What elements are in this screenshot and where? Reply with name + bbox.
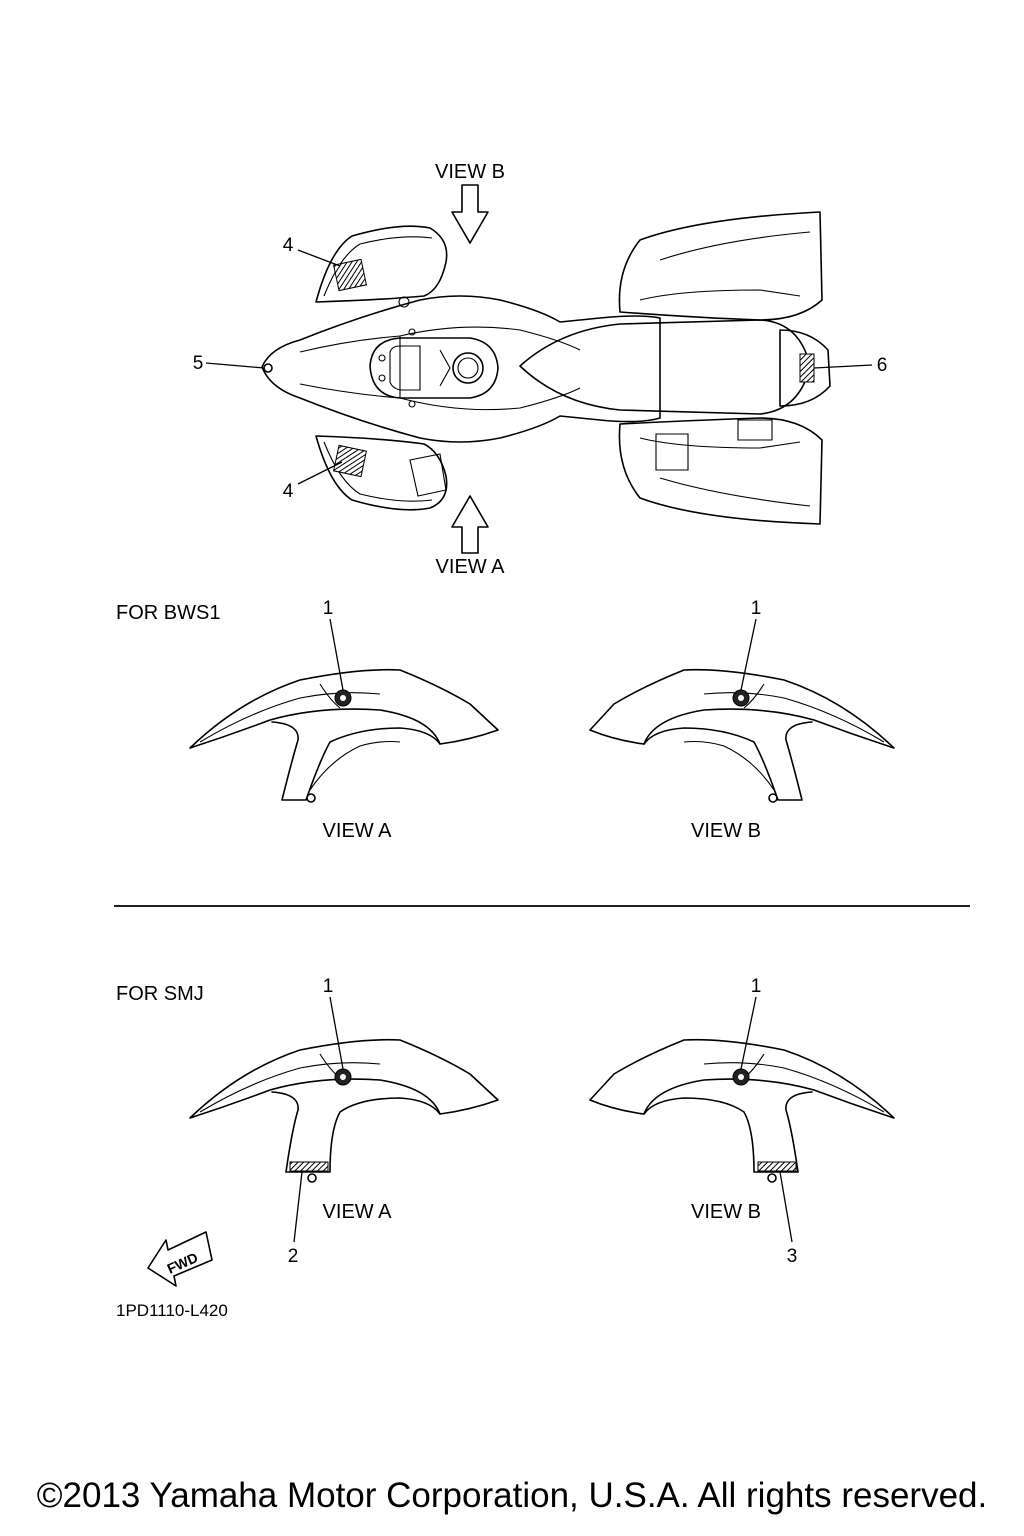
smj-right-fender: [589, 1038, 895, 1183]
part-code: 1PD1110-L420: [116, 1301, 228, 1320]
smj-left-leader-2: [293, 1171, 303, 1243]
fwd-arrow: FWD: [147, 1231, 213, 1287]
gauge: [452, 352, 484, 384]
front-emblem-point: [263, 363, 273, 373]
view-b-label: VIEW B: [435, 161, 505, 183]
bws1-left-callout: 1: [323, 598, 334, 619]
smj-section: FOR SMJ 1 2 VIEW A 1: [116, 976, 895, 1267]
smj-left-decal-2: [289, 1161, 329, 1172]
rear-fender-lower: [618, 417, 823, 525]
smj-left-bottom-callout: 2: [288, 1246, 299, 1267]
front-body: [261, 295, 661, 443]
decal-4-lower: [333, 444, 367, 478]
bws1-left-fender: [189, 668, 499, 803]
bws1-right-leader: [740, 618, 757, 691]
front-fender-lower: [315, 435, 448, 511]
rear-panel-b: [737, 419, 773, 441]
view-a-label: VIEW A: [436, 556, 506, 578]
rear-fender-upper: [618, 211, 823, 321]
smj-right-decal-3: [757, 1161, 797, 1172]
fender-panel: [409, 453, 447, 497]
leader-4-lower: [297, 461, 343, 485]
rear-tail: [779, 329, 831, 407]
leader-5: [205, 362, 265, 369]
bws1-left-view-label: VIEW A: [323, 820, 393, 842]
top-view: VIEW B VIEW A: [193, 161, 888, 578]
callout-5: 5: [193, 353, 204, 374]
smj-right-leader-1: [740, 996, 757, 1070]
view-b-arrow: [451, 184, 489, 244]
bws1-section-label: FOR BWS1: [116, 602, 220, 624]
smj-section-label: FOR SMJ: [116, 983, 204, 1005]
smj-right-callout: 1: [751, 976, 762, 997]
bws1-section: FOR BWS1 1 VIEW A 1 VIEW B: [116, 598, 895, 842]
copyright-notice: ©2013 Yamaha Motor Corporation, U.S.A. A…: [36, 1476, 988, 1515]
seat: [519, 319, 811, 415]
decal-6: [799, 353, 815, 383]
smj-left-fender: [189, 1038, 499, 1183]
instrument-cluster: [369, 337, 499, 399]
bws1-right-callout: 1: [751, 598, 762, 619]
bws1-right-fender: [589, 668, 895, 803]
smj-left-callout: 1: [323, 976, 334, 997]
front-fender-upper: [315, 225, 448, 303]
view-a-arrow: [451, 495, 489, 554]
smj-right-leader-3: [779, 1171, 793, 1243]
decal-4-upper: [333, 258, 367, 292]
callout-4-upper: 4: [283, 235, 294, 256]
callout-4-lower: 4: [283, 481, 294, 502]
callout-6: 6: [877, 355, 888, 376]
bws1-right-view-label: VIEW B: [691, 820, 761, 842]
smj-left-leader-1: [329, 996, 344, 1070]
bws1-left-leader: [329, 618, 344, 691]
smj-right-bottom-callout: 3: [787, 1246, 798, 1267]
leader-6: [813, 364, 873, 369]
smj-right-view-label: VIEW B: [691, 1201, 761, 1223]
smj-left-view-label: VIEW A: [323, 1201, 393, 1223]
leader-4-upper: [297, 249, 341, 267]
rear-panel-a: [655, 433, 689, 471]
